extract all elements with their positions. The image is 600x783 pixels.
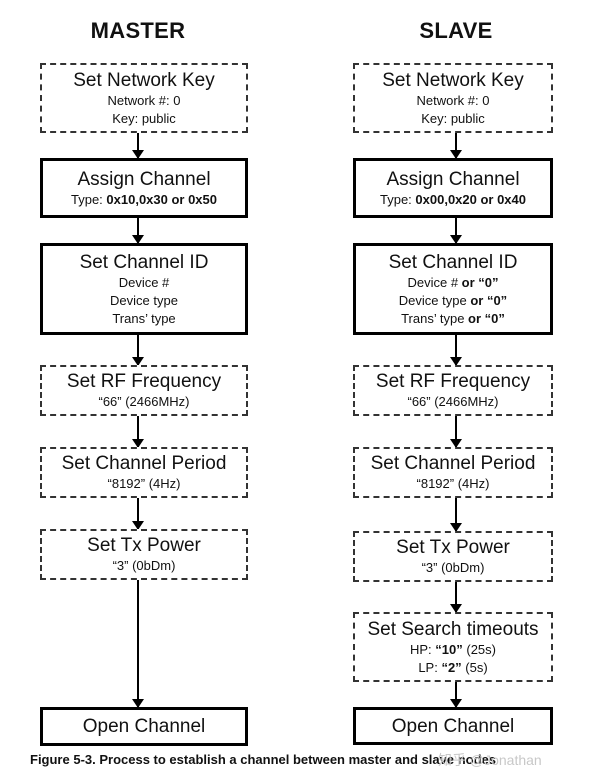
- slave-hp-value: “10”: [435, 641, 463, 657]
- master-channel-period-title: Set Channel Period: [61, 453, 227, 474]
- master-set-rf-frequency-box: Set RF Frequency “66” (2466MHz): [40, 365, 248, 416]
- master-header: MASTER: [90, 18, 186, 43]
- master-channel-type-value: 0x10,0x30 or 0x50: [106, 191, 218, 207]
- slave-arrow-4: [450, 416, 462, 448]
- slave-channel-period-title: Set Channel Period: [370, 453, 536, 474]
- slave-set-rf-frequency-box: Set RF Frequency “66” (2466MHz): [353, 365, 553, 416]
- slave-channel-type: Type: 0x00,0x20 or 0x40: [380, 191, 526, 209]
- slave-channel-period-value: “8192” (4Hz): [416, 476, 490, 491]
- slave-header: SLAVE: [419, 18, 493, 43]
- master-channel-type: Type: 0x10,0x30 or 0x50: [71, 191, 217, 209]
- master-arrow-5: [132, 498, 144, 530]
- slave-device-number-label: Device #: [407, 274, 462, 290]
- master-tx-power-title: Set Tx Power: [87, 535, 201, 556]
- master-open-channel-title: Open Channel: [82, 716, 206, 737]
- slave-rf-frequency-value: “66” (2466MHz): [407, 394, 499, 409]
- slave-trans-type-label: Trans’ type: [401, 310, 469, 326]
- master-channel-period-value: “8192” (4Hz): [107, 476, 181, 491]
- master-arrow-6: [132, 580, 144, 708]
- slave-device-number-suffix: or “0”: [461, 274, 499, 290]
- slave-network-key: Key: public: [421, 110, 485, 126]
- slave-arrow-2: [450, 218, 462, 244]
- slave-tx-power-title: Set Tx Power: [396, 537, 510, 558]
- slave-trans-type-suffix: or “0”: [468, 310, 505, 326]
- slave-network-number: Network #: 0: [416, 92, 490, 108]
- slave-lp-value: “2”: [441, 659, 462, 675]
- slave-network-key-title: Set Network Key: [382, 69, 524, 91]
- master-tx-power-value: “3” (0bDm): [112, 558, 176, 573]
- master-arrow-1: [132, 133, 144, 159]
- watermark-text: 知乎 @Jonathan: [438, 752, 542, 768]
- master-open-channel-box: Open Channel: [40, 707, 248, 746]
- slave-arrow-6: [450, 582, 462, 613]
- master-channel-id-title: Set Channel ID: [79, 251, 209, 273]
- slave-hp-timeout: HP: “10” (25s): [410, 641, 496, 659]
- master-arrow-3: [132, 335, 144, 366]
- slave-arrow-7: [450, 682, 462, 708]
- master-channel-type-label: Type:: [70, 191, 107, 207]
- slave-tx-power-value: “3” (0bDm): [421, 560, 485, 575]
- master-trans-type: Trans’ type: [112, 310, 176, 326]
- slave-arrow-5: [450, 498, 462, 532]
- slave-assign-channel-title: Assign Channel: [386, 168, 520, 190]
- slave-device-number: Device # or “0”: [407, 274, 498, 292]
- slave-set-channel-period-box: Set Channel Period “8192” (4Hz): [353, 447, 553, 498]
- figure-caption: Figure 5-3. Process to establish a chann…: [30, 752, 497, 767]
- slave-device-type-suffix: or “0”: [470, 292, 508, 308]
- slave-open-channel-title: Open Channel: [391, 715, 515, 737]
- slave-set-network-key-box: Set Network Key Network #: 0 Key: public: [353, 63, 553, 133]
- master-rf-frequency-value: “66” (2466MHz): [98, 394, 190, 409]
- slave-channel-type-value: 0x00,0x20 or 0x40: [415, 191, 527, 207]
- slave-arrow-3: [450, 335, 462, 366]
- master-assign-channel-title: Assign Channel: [77, 168, 211, 190]
- slave-channel-id-title: Set Channel ID: [388, 251, 518, 273]
- master-arrow-4: [132, 416, 144, 448]
- slave-search-timeouts-title: Set Search timeouts: [367, 618, 539, 640]
- slave-arrow-1: [450, 133, 462, 159]
- slave-set-tx-power-box: Set Tx Power “3” (0bDm): [353, 531, 553, 582]
- slave-device-type-label: Device type: [398, 292, 471, 308]
- master-set-channel-id-box: Set Channel ID Device # Device type Tran…: [40, 243, 248, 335]
- slave-hp-label: HP:: [410, 641, 436, 657]
- master-rf-frequency-title: Set RF Frequency: [66, 371, 222, 392]
- master-device-type: Device type: [110, 292, 178, 308]
- master-set-network-key-box: Set Network Key Network #: 0 Key: public: [40, 63, 248, 133]
- master-network-number: Network #: 0: [107, 92, 181, 108]
- slave-trans-type: Trans’ type or “0”: [401, 310, 505, 328]
- slave-lp-note: (5s): [461, 659, 488, 675]
- master-arrow-2: [132, 218, 144, 244]
- master-device-number: Device #: [118, 274, 170, 290]
- slave-lp-timeout: LP: “2” (5s): [418, 659, 487, 677]
- slave-hp-note: (25s): [462, 641, 496, 657]
- master-assign-channel-box: Assign Channel Type: 0x10,0x30 or 0x50: [40, 158, 248, 218]
- slave-device-type: Device type or “0”: [399, 292, 507, 310]
- master-set-channel-period-box: Set Channel Period “8192” (4Hz): [40, 447, 248, 498]
- master-network-key: Key: public: [112, 110, 176, 126]
- master-set-tx-power-box: Set Tx Power “3” (0bDm): [40, 529, 248, 580]
- slave-channel-type-label: Type:: [379, 191, 416, 207]
- slave-assign-channel-box: Assign Channel Type: 0x00,0x20 or 0x40: [353, 158, 553, 218]
- slave-rf-frequency-title: Set RF Frequency: [375, 371, 531, 392]
- slave-set-search-timeouts-box: Set Search timeouts HP: “10” (25s) LP: “…: [353, 612, 553, 682]
- master-network-key-title: Set Network Key: [73, 69, 215, 91]
- slave-set-channel-id-box: Set Channel ID Device # or “0” Device ty…: [353, 243, 553, 335]
- slave-lp-label: LP:: [418, 659, 442, 675]
- slave-open-channel-box: Open Channel: [353, 707, 553, 745]
